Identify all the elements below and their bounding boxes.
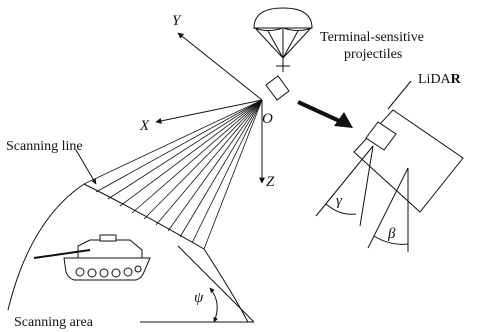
lidar-label-prefix: LiDA	[418, 72, 452, 87]
projectile-body	[265, 75, 290, 101]
gamma-label: γ	[336, 193, 343, 209]
psi-label: ψ	[194, 290, 204, 306]
scanning-area-boundary	[7, 183, 255, 323]
projectile-label-line2: projectiles	[344, 47, 402, 62]
scanning-line-label: Scanning line	[6, 139, 83, 154]
lidar-label: LiDAR	[418, 72, 462, 87]
scanning-line-curve	[83, 183, 205, 250]
scanning-fan	[83, 99, 263, 250]
axis-z-label: Z	[266, 174, 275, 190]
beta-label: β	[387, 226, 396, 242]
y-axis-line	[177, 32, 263, 101]
x-axis-line	[155, 99, 263, 124]
scanning-line-pointer	[75, 149, 97, 185]
axis-x-label: X	[139, 118, 150, 134]
psi-angle-arc	[209, 287, 219, 323]
lidar-housing	[353, 109, 464, 213]
coordinate-axes	[155, 32, 265, 184]
axis-y-label: Y	[172, 13, 182, 29]
beta-cone	[367, 167, 409, 252]
lidar-direction-arrow	[297, 100, 353, 128]
parachute	[253, 7, 313, 72]
scanning-area-label: Scanning area	[14, 315, 94, 330]
gamma-cone	[315, 145, 374, 227]
lidar-label-pointer	[387, 80, 412, 110]
tank-icon	[33, 234, 151, 281]
origin-label: O	[262, 111, 273, 127]
lidar-label-suffix: R	[451, 72, 462, 87]
projectile-label-line1: Terminal-sensitive	[320, 30, 424, 45]
